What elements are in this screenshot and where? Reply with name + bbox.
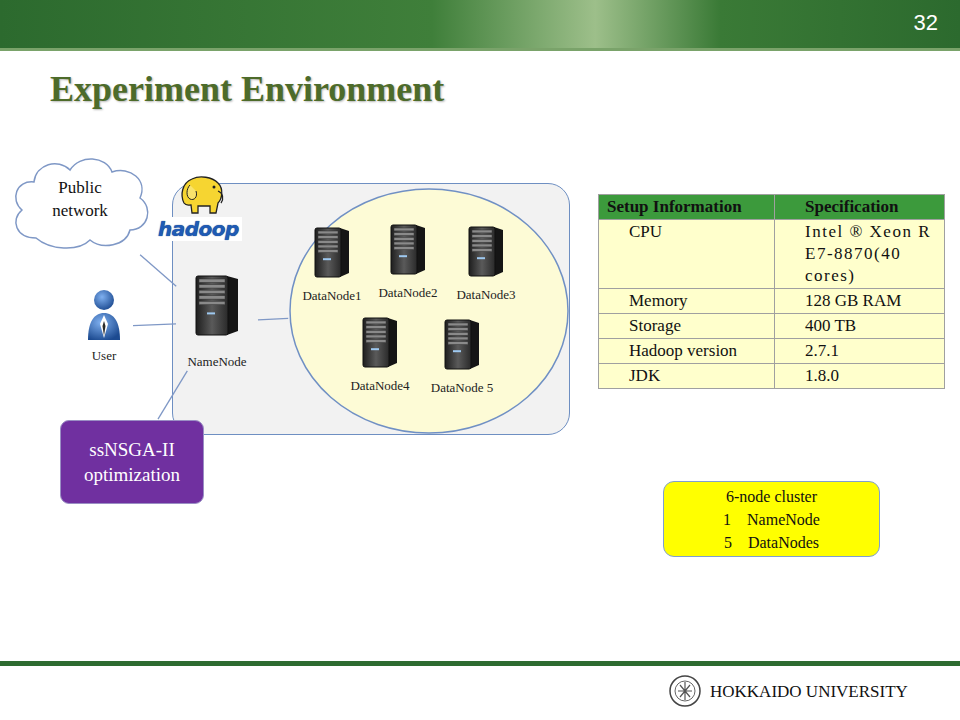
footer-line — [0, 661, 960, 666]
table-cell: JDK — [599, 364, 775, 388]
connector-line — [140, 255, 176, 287]
user-icon — [84, 288, 124, 342]
table-cell: 400 TB — [775, 314, 944, 338]
university-emblem — [668, 674, 702, 708]
footer-text: HOKKAIDO UNIVERSITY — [710, 682, 908, 702]
table-row: Storage400 TB — [599, 313, 944, 338]
table-cell: CPU — [599, 220, 775, 288]
table-cell: Intel ® Xeon R E7-8870(40 cores) — [775, 220, 944, 288]
server-icon — [444, 318, 480, 370]
server-node: DataNode1 — [295, 226, 369, 302]
yellow-box-line: 5 DataNodes — [724, 531, 819, 554]
cloud-label: Public network — [40, 176, 120, 222]
table-cell: 128 GB RAM — [775, 289, 944, 313]
header-underline — [0, 48, 960, 51]
server-node: DataNode4 — [343, 316, 417, 396]
cluster-ellipse — [289, 188, 569, 434]
server-label: DataNode 5 — [423, 380, 501, 396]
hadoop-logo-text: hadoop — [155, 217, 242, 241]
server-icon — [390, 223, 426, 275]
yellow-node: 6-node cluster1 NameNode5 DataNodes — [663, 481, 880, 557]
server-label: DataNode3 — [449, 287, 523, 303]
table-cell: Hadoop version — [599, 339, 775, 363]
server-node: DataNode 5 — [423, 318, 501, 396]
table-row: JDK1.8.0 — [599, 363, 944, 388]
server-label: NameNode — [177, 354, 257, 370]
cluster-node: hadoopNameNodeDataNode1DataNode2DataNode… — [172, 183, 570, 435]
table-cell: Storage — [599, 314, 775, 338]
server-icon — [195, 274, 239, 336]
server-node: DataNode3 — [449, 225, 523, 303]
connector-line — [133, 324, 176, 326]
table-header-cell: Setup Information — [599, 195, 775, 219]
yellow-box-line: 6-node cluster — [726, 485, 817, 508]
header-bar — [0, 0, 960, 48]
table-cell: 2.7.1 — [775, 339, 944, 363]
server-label: DataNode4 — [343, 378, 417, 394]
server-icon — [468, 225, 504, 277]
table-row: CPUIntel ® Xeon R E7-8870(40 cores) — [599, 219, 944, 288]
spec-table: Setup InformationSpecificationCPUIntel ®… — [598, 194, 945, 389]
table-header-row: Setup InformationSpecification — [599, 195, 944, 219]
table-cell: 1.8.0 — [775, 364, 944, 388]
slide-number: 32 — [914, 10, 938, 36]
server-label: DataNode2 — [371, 285, 445, 301]
server-node: NameNode — [177, 274, 257, 370]
server-icon — [362, 316, 398, 368]
cloud-node: Public network — [6, 150, 154, 254]
user-node: User — [76, 288, 132, 366]
table-header-cell: Specification — [775, 195, 944, 219]
purple-node: ssNSGA-II optimization — [60, 420, 204, 504]
slide-title: Experiment Environment — [50, 68, 444, 110]
yellow-box-line: 1 NameNode — [723, 508, 820, 531]
table-row: Hadoop version2.7.1 — [599, 338, 944, 363]
server-label: DataNode1 — [295, 288, 369, 304]
table-row: Memory128 GB RAM — [599, 288, 944, 313]
ellipse-node: DataNode1DataNode2DataNode3DataNode4 Data… — [289, 188, 569, 434]
server-node: DataNode2 — [371, 223, 445, 301]
server-icon — [314, 226, 350, 278]
table-cell: Memory — [599, 289, 775, 313]
purple-box-label: ssNSGA-II optimization — [73, 437, 191, 487]
user-label: User — [76, 348, 132, 364]
